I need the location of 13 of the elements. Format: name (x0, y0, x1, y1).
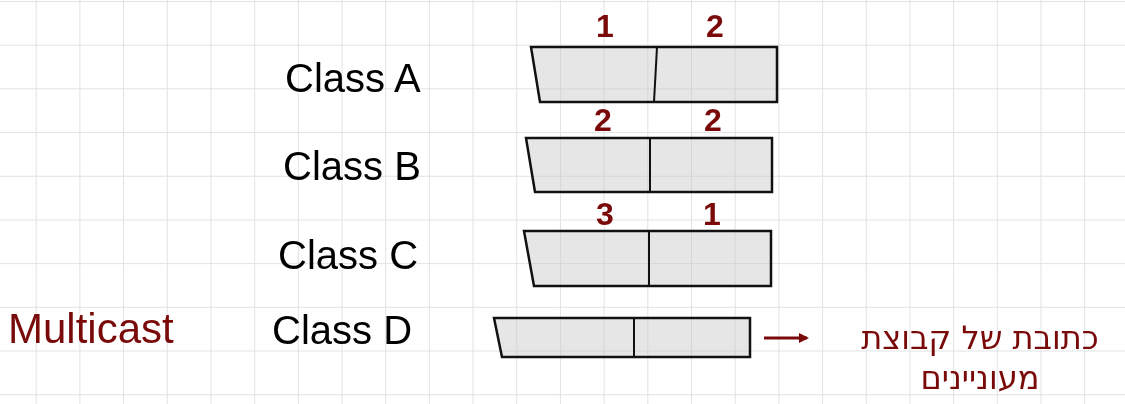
bit-count: 3 (596, 198, 614, 230)
bit-count: 2 (594, 104, 612, 136)
bit-count: 1 (596, 10, 614, 42)
class-name: Class B (283, 146, 421, 186)
side-note: Multicast (8, 308, 174, 350)
arrow (764, 333, 809, 343)
bit-count: 1 (703, 198, 721, 230)
note-text: כתובת של קבוצת מעוניינים (860, 318, 1100, 398)
class-name: Class A (285, 58, 421, 98)
class-name: Class C (278, 235, 419, 275)
bit-count: 2 (704, 104, 722, 136)
bit-count: 2 (706, 10, 724, 42)
class-name: Class D (272, 310, 413, 350)
